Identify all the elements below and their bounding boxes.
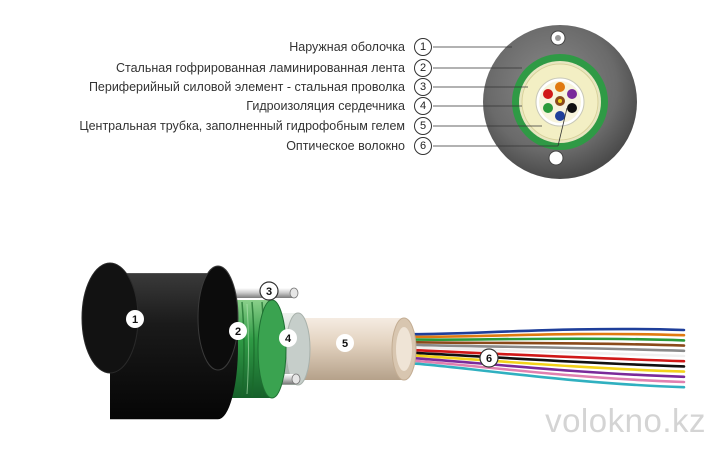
steel-wire-upper-end [289, 287, 299, 299]
callout-5-bg [336, 334, 354, 352]
callout-4-bg [279, 329, 297, 347]
legend-label-3: Периферийный силовой элемент - стальная … [88, 80, 405, 94]
callout-1-bg [126, 310, 144, 328]
legend-number-1: 1 [414, 38, 432, 56]
cable-callouts: 1 2 3 4 5 6 [126, 281, 499, 368]
legend-number-5: 5 [414, 117, 432, 135]
cs-fiber [555, 111, 565, 121]
tube-body [296, 318, 416, 380]
cs-fiber [567, 89, 577, 99]
cross-section [483, 25, 637, 179]
cs-fiber [567, 103, 577, 113]
fiber-bundle [398, 327, 686, 389]
callout-3: 3 [266, 286, 272, 298]
callout-4: 4 [285, 333, 292, 345]
legend-label-5: Центральная трубка, заполненный гидрофоб… [79, 119, 405, 133]
cs-fiber-core [558, 99, 562, 103]
legend-number-2: 2 [414, 59, 432, 77]
legend-label-6: Оптическое волокно [286, 139, 405, 153]
legend-number-6: 6 [414, 137, 432, 155]
fiber-strand [398, 358, 686, 384]
cs-steel-wire-bottom [548, 150, 564, 166]
fiber-strand [398, 348, 686, 363]
fiber-strand [398, 343, 686, 353]
fiber-strand [398, 340, 686, 347]
legend-number-4: 4 [414, 97, 432, 115]
cs-fiber [543, 89, 553, 99]
steel-wire-lower-end [291, 373, 301, 385]
callout-2-bg [229, 322, 247, 340]
leader-lines [433, 46, 568, 147]
legend-label-1: Наружная оболочка [289, 40, 405, 54]
callout-5: 5 [342, 338, 348, 350]
callout-2: 2 [235, 326, 241, 338]
cs-fiber [555, 82, 565, 92]
fiber-strand [398, 361, 686, 389]
callout-6-bg [479, 348, 499, 368]
cs-fiber [543, 103, 553, 113]
armor-end [257, 299, 287, 399]
tube-end-inner [396, 327, 412, 371]
watermark: volokno.kz [545, 402, 706, 439]
leader-line-6b [557, 107, 568, 147]
fiber-strand [398, 345, 686, 358]
callout-6: 6 [486, 353, 492, 365]
legend-number-3: 3 [414, 78, 432, 96]
fiber-strand [398, 327, 686, 336]
fiber-strand [398, 350, 686, 368]
fiber-strand [398, 337, 686, 342]
callout-3-bg [259, 281, 279, 301]
callout-1: 1 [132, 314, 138, 326]
legend-label-2: Стальная гофрированная ламинированная ле… [115, 61, 405, 75]
fiber-strand [398, 353, 686, 373]
fiber-strand [398, 356, 686, 379]
cable-3d [81, 262, 686, 420]
sheath-cut [197, 265, 239, 371]
fiber-strand [398, 332, 686, 339]
legend-label-4: Гидроизоляция сердечника [246, 99, 405, 113]
cs-steel-wire-core [555, 35, 561, 41]
